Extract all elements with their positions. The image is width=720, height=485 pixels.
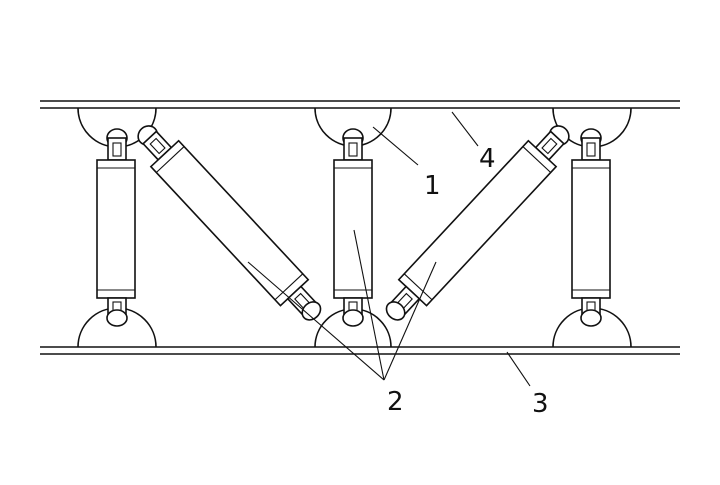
actuator-diagonal-left [137, 125, 322, 321]
lower-plate [40, 346, 680, 355]
leader-lines [247, 111, 531, 387]
actuator-vertical-left [96, 128, 136, 327]
leader-upper-plate [451, 111, 479, 147]
label-actuators: 2 [387, 387, 404, 417]
upper-plate [40, 100, 680, 109]
actuator-vertical-center [333, 128, 373, 327]
leader-actuator-diag-left [247, 261, 385, 381]
label-hinge: 1 [424, 171, 441, 201]
label-upper-plate: 4 [479, 144, 496, 174]
actuator-vertical-right [571, 128, 611, 327]
label-lower-plate: 3 [532, 389, 549, 419]
leader-actuator-vertical [353, 229, 385, 381]
leader-actuator-diag-right [383, 261, 437, 381]
leader-lower-plate [506, 351, 531, 387]
leader-hinge [372, 126, 419, 166]
actuator-diagonal-right [385, 125, 570, 321]
